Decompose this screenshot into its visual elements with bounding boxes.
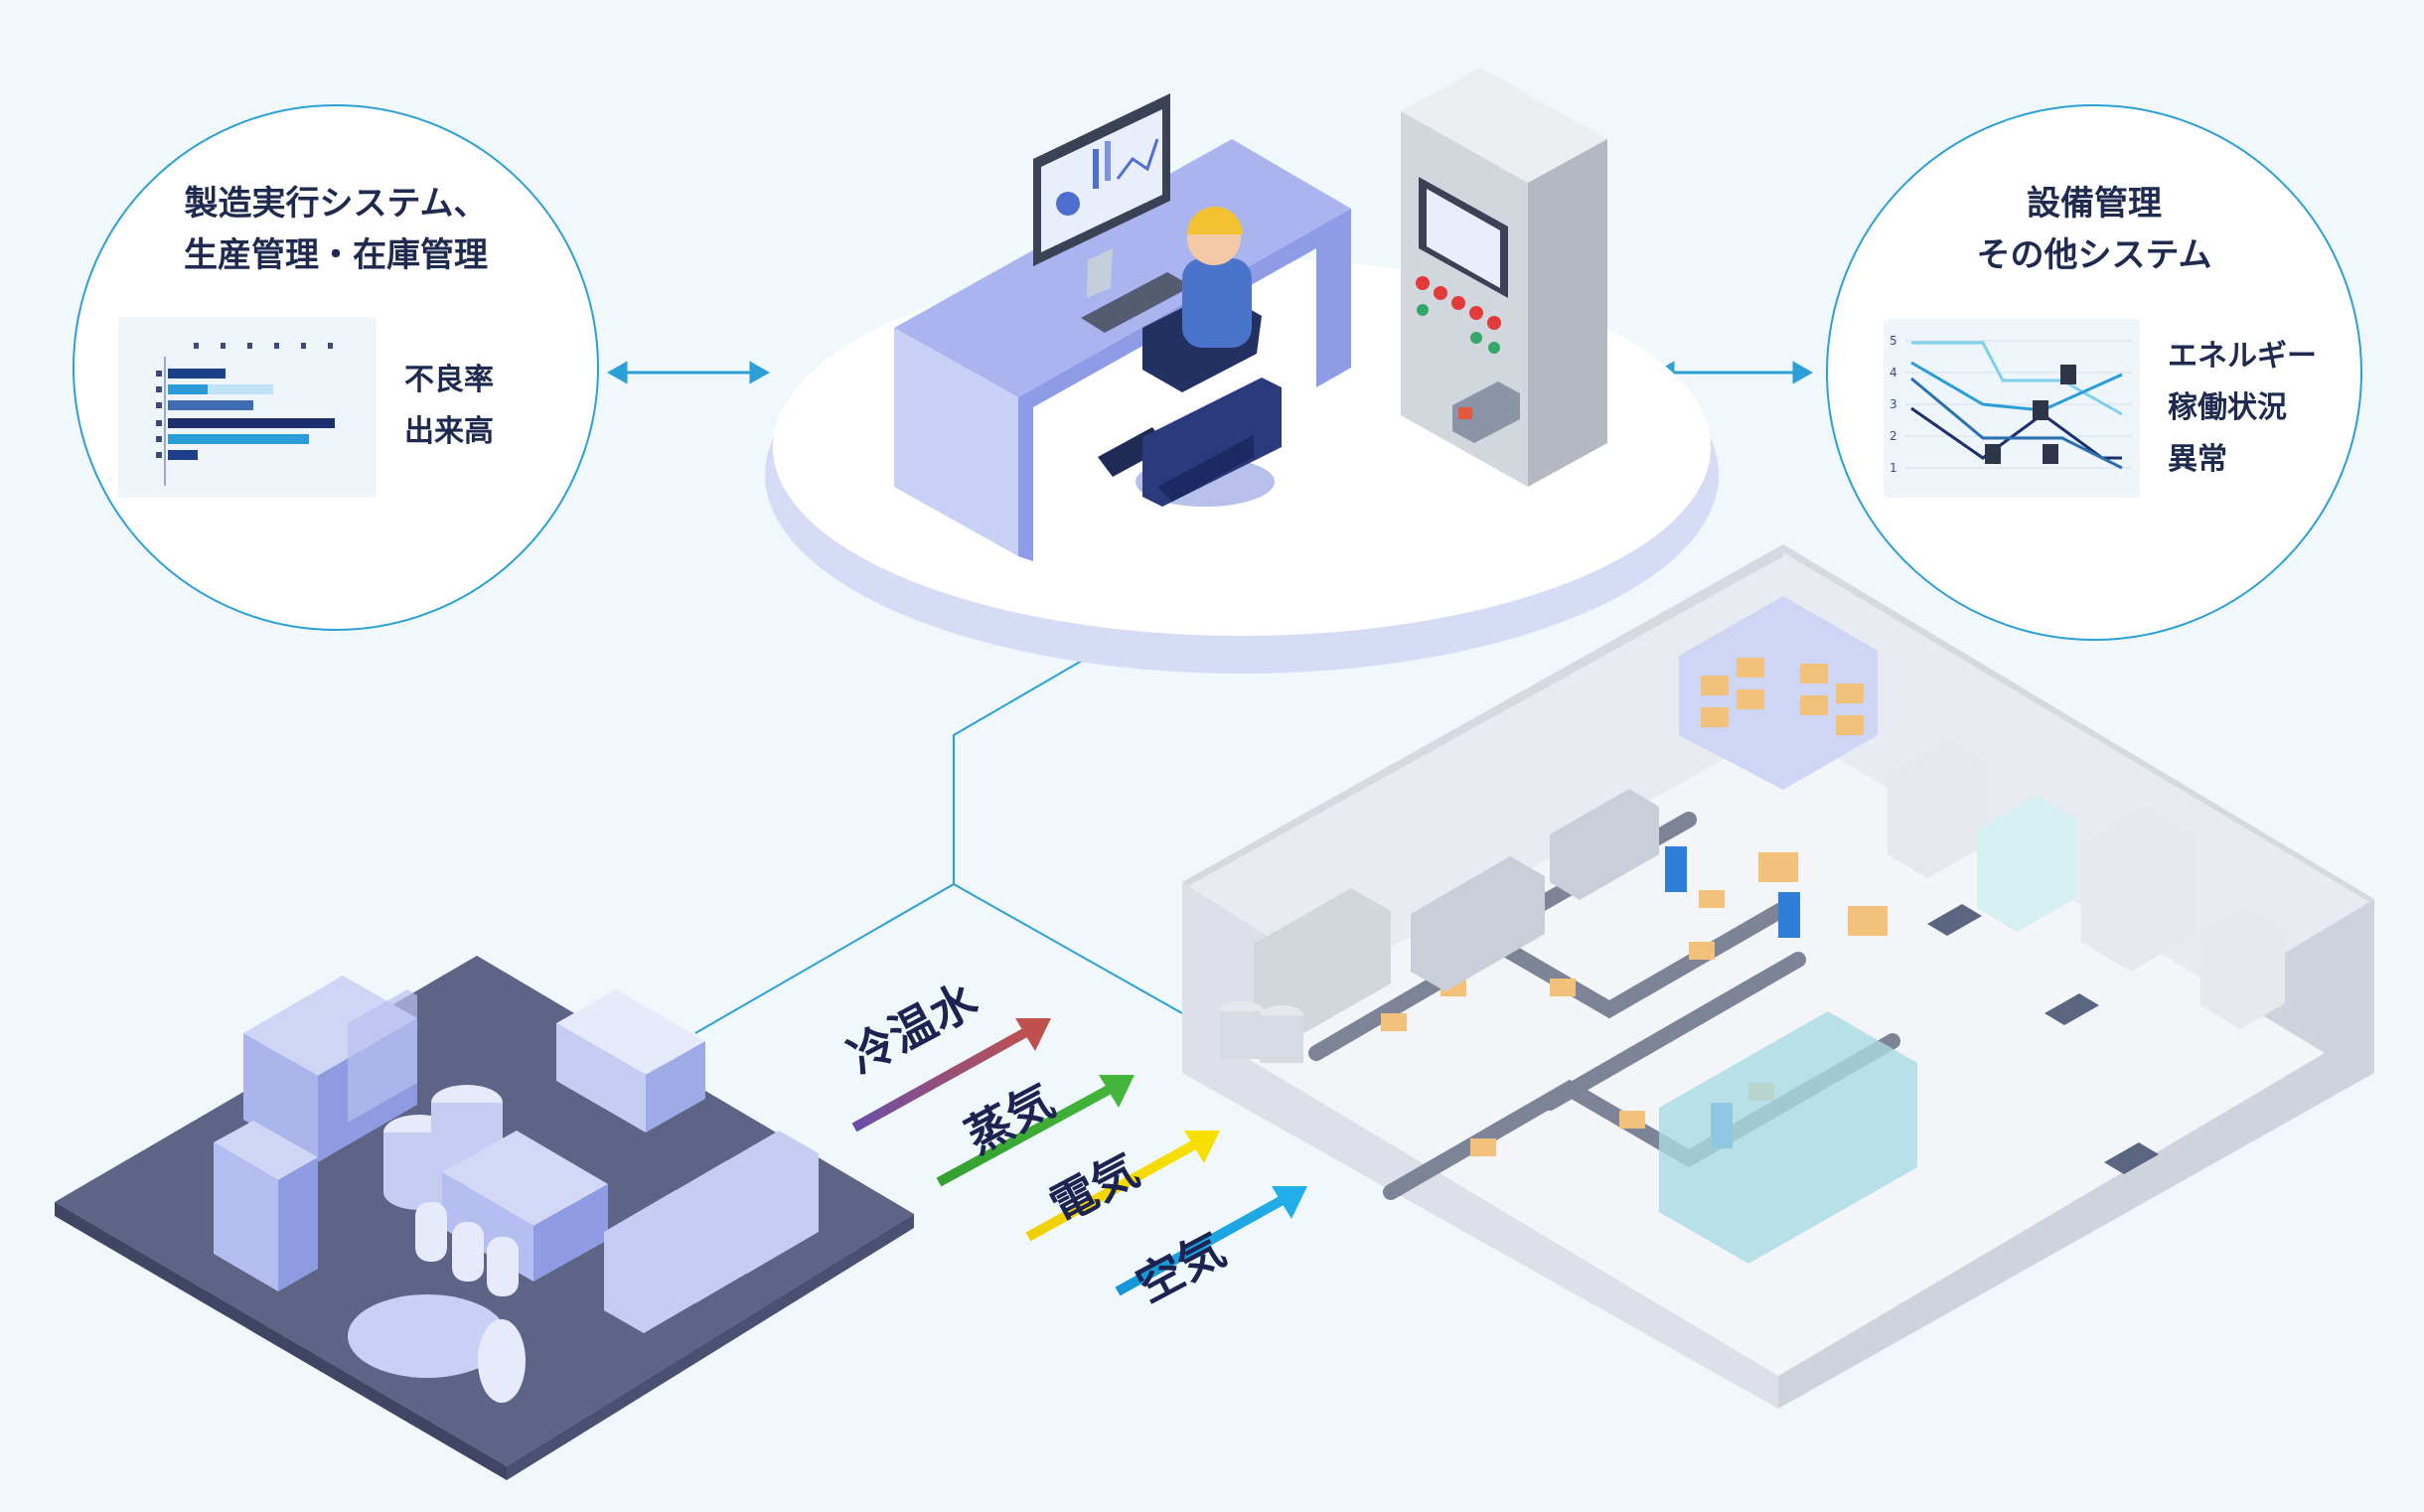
tick-label-1: 1 [1890,461,1897,475]
mes-title-line1: 製造実行システム、 [75,178,597,229]
output-volume-label: 出来高 [404,406,494,450]
utility-plant-icon [55,956,914,1480]
defect-rate-label: 不良率 [404,355,494,398]
control-cabinet-icon [1401,68,1607,487]
equipment-title-line2: その他システム [1828,229,2360,281]
factory-floor-icon [1182,544,2374,1409]
tick-label-3: 3 [1890,397,1897,411]
energy-label: エネルギー [2168,331,2317,375]
mes-title-line2: 生産管理・在庫管理 [75,229,597,281]
anomaly-label: 異常 [2168,434,2227,478]
line-chart-icon: 5 4 3 2 1 [1884,319,2140,498]
mes-panel: 製造実行システム、 生産管理・在庫管理 不良率 出来高 [73,104,599,631]
tick-label-2: 2 [1890,429,1897,443]
tick-label-5: 5 [1890,334,1897,348]
bar-chart-icon [118,317,377,498]
equipment-management-panel: 設備管理 その他システム 5 4 3 2 1 エネ [1826,104,2362,641]
equipment-title-line1: 設備管理 [1828,178,2360,229]
operating-status-label: 稼働状況 [2168,382,2287,426]
tick-label-4: 4 [1890,366,1897,379]
